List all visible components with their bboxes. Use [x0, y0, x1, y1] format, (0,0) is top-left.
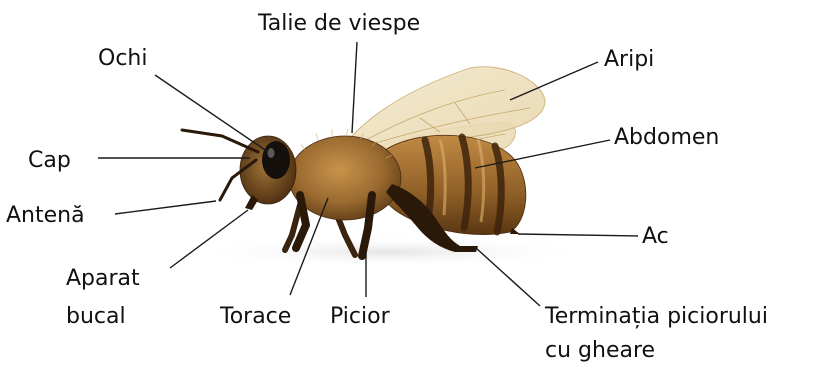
- leader-ac: [518, 234, 638, 236]
- label-aparat-line2: bucal: [66, 304, 126, 329]
- label-aripi: Aripi: [604, 47, 654, 72]
- label-cap: Cap: [28, 148, 71, 173]
- compound-eye: [262, 141, 290, 179]
- leader-talie: [352, 42, 357, 133]
- label-antena: Antenă: [6, 203, 85, 228]
- label-aparat-line1: Aparat: [66, 266, 140, 291]
- bee-illustration: [182, 67, 545, 256]
- leader-antena: [115, 201, 216, 214]
- label-terminatia-line1: Terminația piciorului: [544, 304, 768, 329]
- label-ac: Ac: [642, 224, 669, 249]
- label-picior: Picior: [330, 304, 391, 329]
- label-talie-de-viespe: Talie de viespe: [257, 11, 420, 36]
- label-terminatia-line2: cu gheare: [545, 338, 655, 363]
- label-abdomen: Abdomen: [614, 125, 719, 150]
- leader-ochi: [155, 75, 268, 152]
- label-torace: Torace: [219, 304, 291, 329]
- bee-shadow: [190, 236, 590, 268]
- eye-highlight: [268, 148, 275, 158]
- label-ochi: Ochi: [98, 46, 147, 71]
